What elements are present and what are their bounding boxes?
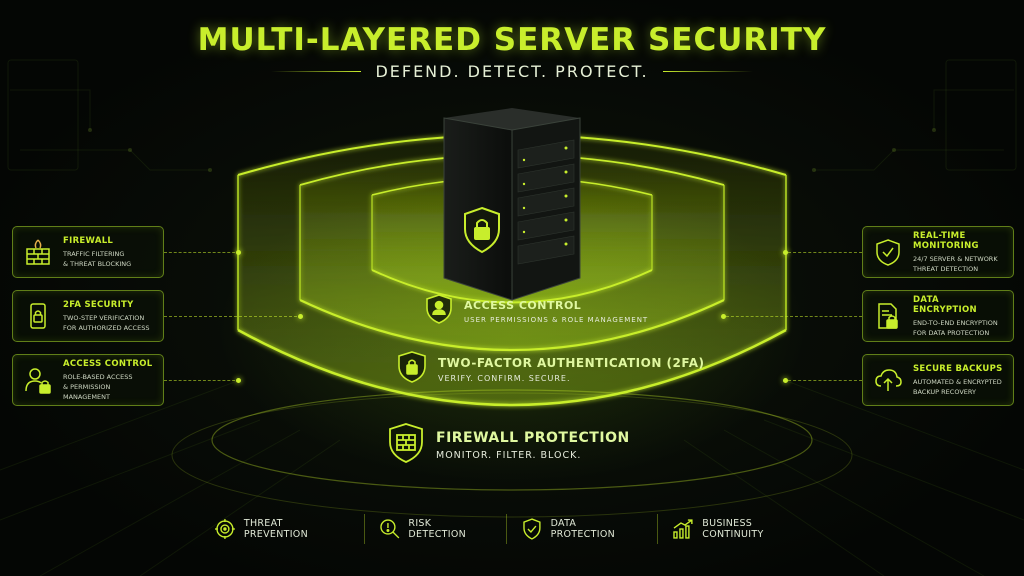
connector-line (788, 380, 862, 381)
subtitle-row: DEFEND. DETECT. PROTECT. (0, 60, 1024, 82)
card-title: REAL-TIME MONITORING (913, 230, 979, 251)
chart-growth-icon (673, 519, 693, 539)
ring-label-2fa: TWO-FACTOR AUTHENTICATION (2FA) VERIFY. … (396, 350, 705, 388)
ring-title: TWO-FACTOR AUTHENTICATION (2FA) (438, 355, 705, 370)
divider (505, 514, 507, 544)
card-desc: TRAFFIC FILTERING & THREAT BLOCKING (63, 249, 132, 268)
card-real-time-monitoring: REAL-TIME MONITORING 24/7 SERVER & NETWO… (862, 226, 1014, 278)
firewall-shield-icon (386, 422, 426, 468)
divider (363, 514, 365, 544)
connector-dot (721, 314, 726, 319)
page-subtitle: DEFEND. DETECT. PROTECT. (375, 61, 649, 81)
ring-subtitle: MONITOR. FILTER. BLOCK. (436, 449, 582, 461)
card-firewall: FIREWALL TRAFFIC FILTERING & THREAT BLOC… (12, 226, 164, 278)
document-lock-icon (871, 299, 905, 333)
shield-check-icon (522, 518, 541, 540)
target-icon (214, 519, 235, 539)
card-desc: 24/7 SERVER & NETWORK THREAT DETECTION (913, 254, 998, 273)
connector-dot (236, 250, 241, 255)
benefit-label: DATA PROTECTION (550, 518, 615, 540)
benefits-bar: THREAT PREVENTION RISK DETECTION DATA PR… (200, 512, 830, 546)
connector-line (726, 316, 862, 317)
benefit-threat-prevention: THREAT PREVENTION (200, 512, 364, 546)
ring-title: FIREWALL PROTECTION (436, 429, 630, 446)
page-title: MULTI-LAYERED SERVER SECURITY (197, 22, 827, 58)
card-secure-backups: SECURE BACKUPS AUTOMATED & ENCRYPTED BAC… (862, 354, 1014, 406)
card-title: FIREWALL (63, 235, 114, 246)
card-desc: ROLE-BASED ACCESS & PERMISSION MANAGEMEN… (63, 372, 133, 401)
benefit-risk-detection: RISK DETECTION (365, 512, 506, 546)
card-title: ACCESS CONTROL (63, 358, 153, 369)
benefit-label: BUSINESS CONTINUITY (702, 518, 764, 540)
divider-line (662, 70, 753, 72)
warning-search-icon (379, 519, 399, 539)
connector-dot (783, 378, 788, 383)
benefit-label: THREAT PREVENTION (243, 518, 308, 540)
card-title: DATA ENCRYPTION (913, 294, 977, 315)
card-access-control: ACCESS CONTROL ROLE-BASED ACCESS & PERMI… (12, 354, 164, 406)
benefit-data-protection: DATA PROTECTION (507, 512, 658, 546)
connector-line (164, 316, 302, 317)
firewall-icon (21, 235, 55, 269)
divider (657, 514, 659, 544)
connector-line (788, 252, 862, 253)
connector-line (164, 252, 240, 253)
benefit-business-continuity: BUSINESS CONTINUITY (658, 512, 830, 546)
user-lock-icon (21, 363, 55, 397)
connector-dot (236, 378, 241, 383)
card-title: SECURE BACKUPS (913, 363, 1003, 374)
ring-title: ACCESS CONTROL (464, 298, 582, 312)
card-desc: TWO-STEP VERIFICATION FOR AUTHORIZED ACC… (63, 313, 150, 332)
connector-dot (298, 314, 303, 319)
benefit-label: RISK DETECTION (408, 518, 467, 540)
lock-shield-icon (396, 350, 428, 388)
connector-dot (783, 250, 788, 255)
ring-label-firewall: FIREWALL PROTECTION MONITOR. FILTER. BLO… (386, 422, 630, 468)
user-shield-icon (424, 293, 454, 329)
card-desc: END-TO-END ENCRYPTION FOR DATA PROTECTIO… (913, 318, 998, 337)
card-data-encryption: DATA ENCRYPTION END-TO-END ENCRYPTION FO… (862, 290, 1014, 342)
connector-line (164, 380, 240, 381)
cloud-backup-icon (871, 363, 905, 397)
ring-label-access-control: ACCESS CONTROL USER PERMISSIONS & ROLE M… (424, 293, 648, 329)
server-tower (443, 108, 581, 301)
card-title: 2FA SECURITY (63, 299, 134, 310)
ring-subtitle: USER PERMISSIONS & ROLE MANAGEMENT (464, 315, 649, 324)
card-desc: AUTOMATED & ENCRYPTED BACKUP RECOVERY (913, 377, 1002, 396)
server-lock-icon (460, 205, 504, 255)
card-2fa-security: 2FA SECURITY TWO-STEP VERIFICATION FOR A… (12, 290, 164, 342)
shield-check-icon (871, 235, 905, 269)
divider-line (271, 70, 362, 72)
phone-lock-icon (21, 299, 55, 333)
ring-subtitle: VERIFY. CONFIRM. SECURE. (438, 373, 571, 383)
